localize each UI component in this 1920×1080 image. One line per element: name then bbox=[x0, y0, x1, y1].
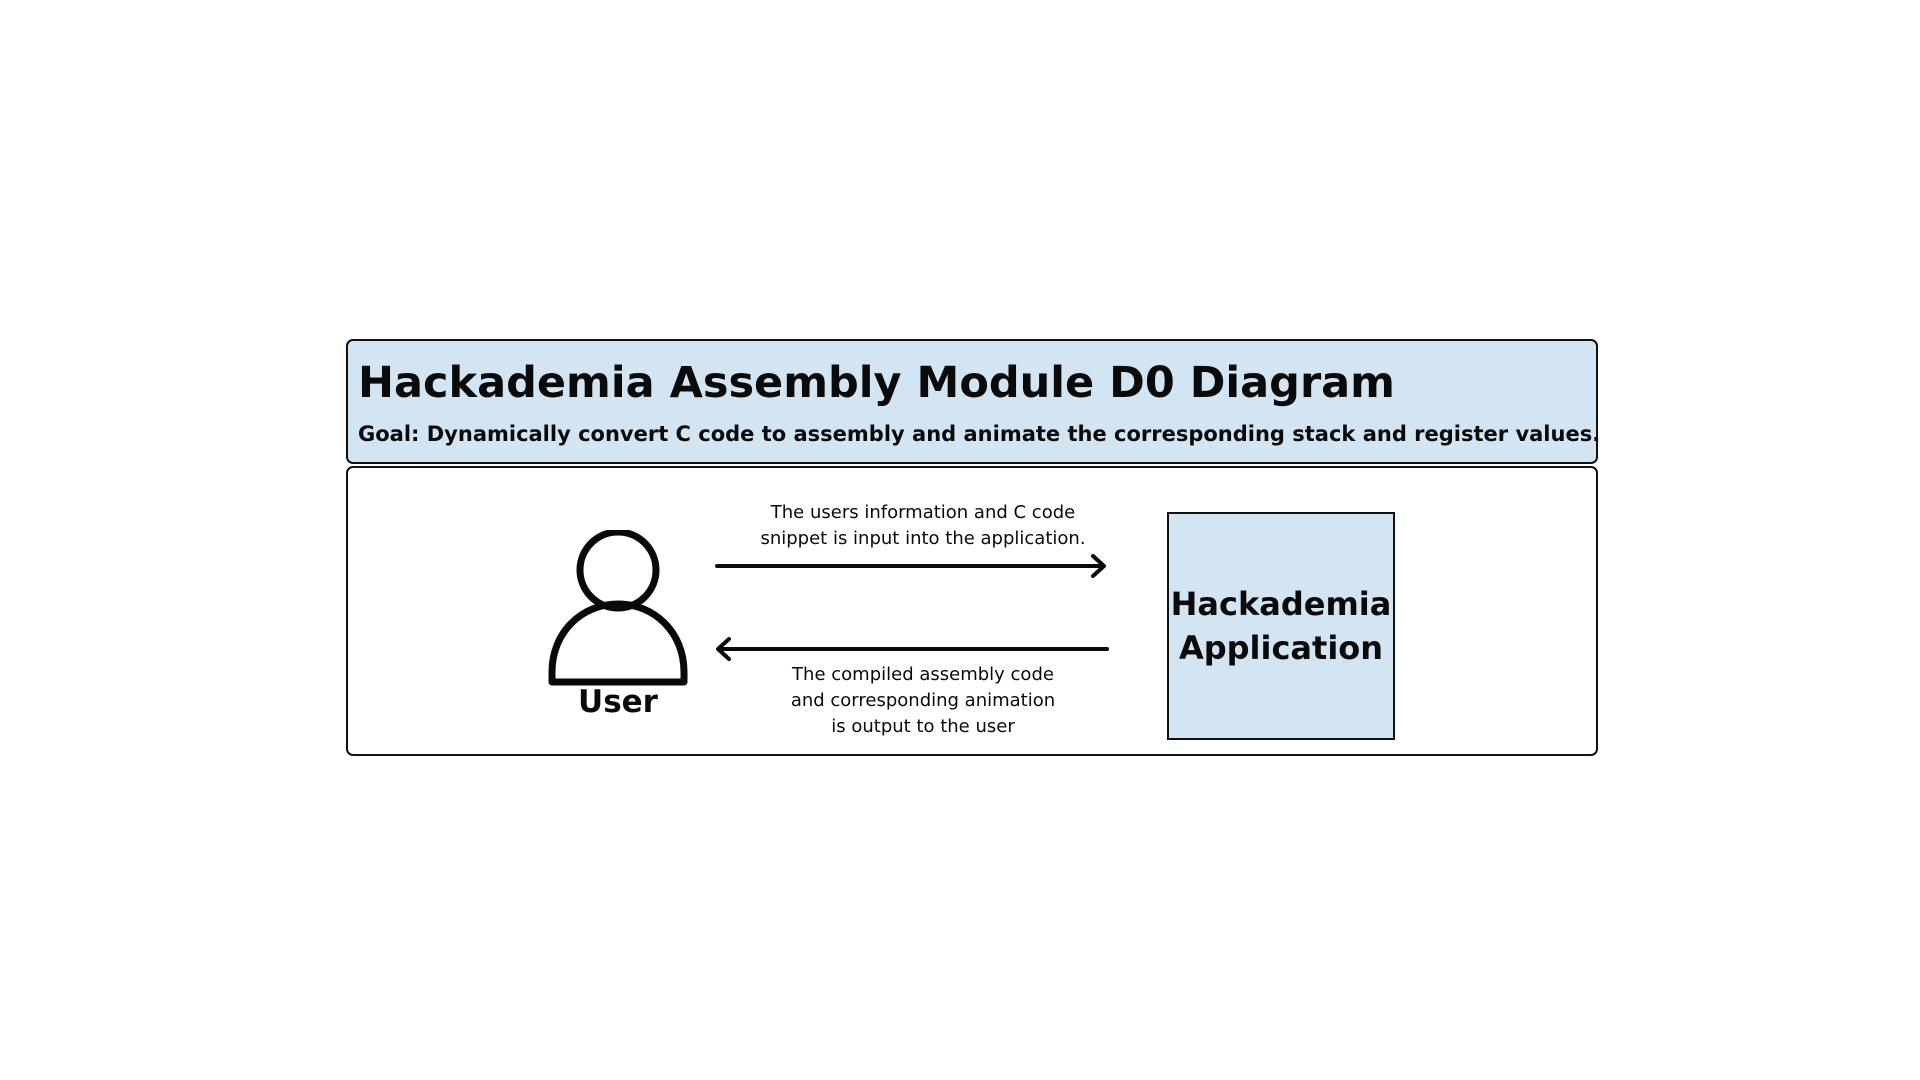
diagram-title: Hackademia Assembly Module D0 Diagram bbox=[358, 358, 1395, 408]
application-label: Hackademia Application bbox=[1170, 585, 1392, 667]
output-flow-label: The compiled assembly code and correspon… bbox=[790, 664, 1056, 737]
user-icon-head bbox=[576, 530, 660, 612]
application-box: Hackademia Application bbox=[1167, 512, 1395, 740]
header-panel: Hackademia Assembly Module D0 Diagram Go… bbox=[346, 339, 1601, 464]
input-flow-label: The users information and C code snippet… bbox=[760, 502, 1086, 549]
diagram-goal: Goal: Dynamically convert C code to asse… bbox=[358, 422, 1601, 446]
user-label: User bbox=[578, 684, 658, 720]
user-icon-body bbox=[548, 600, 688, 686]
user-icon bbox=[548, 530, 688, 686]
